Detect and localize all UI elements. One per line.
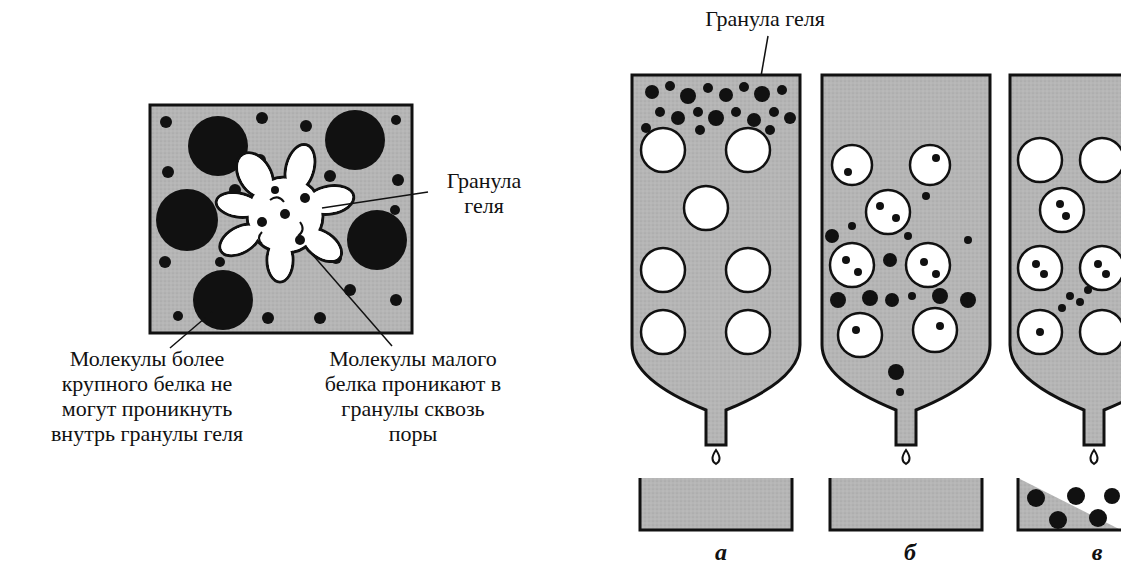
large-protein-label: Молекулы более крупного белка не могут п… bbox=[38, 346, 256, 446]
protein-molecules bbox=[641, 81, 1120, 529]
columns bbox=[632, 75, 1121, 445]
granule-label: Гранула геля bbox=[705, 6, 825, 31]
panel-letter: а bbox=[715, 540, 727, 565]
beakers bbox=[640, 478, 1121, 530]
drops bbox=[713, 450, 1098, 464]
panel-letter: в bbox=[1092, 540, 1103, 565]
gel-granules bbox=[641, 128, 1121, 357]
panel-letter: б bbox=[904, 540, 916, 565]
small-protein-label: Молекулы малого белка проникают в гранул… bbox=[318, 346, 508, 446]
gel-square bbox=[150, 105, 412, 333]
granule-label: Гранула геля bbox=[428, 168, 540, 218]
